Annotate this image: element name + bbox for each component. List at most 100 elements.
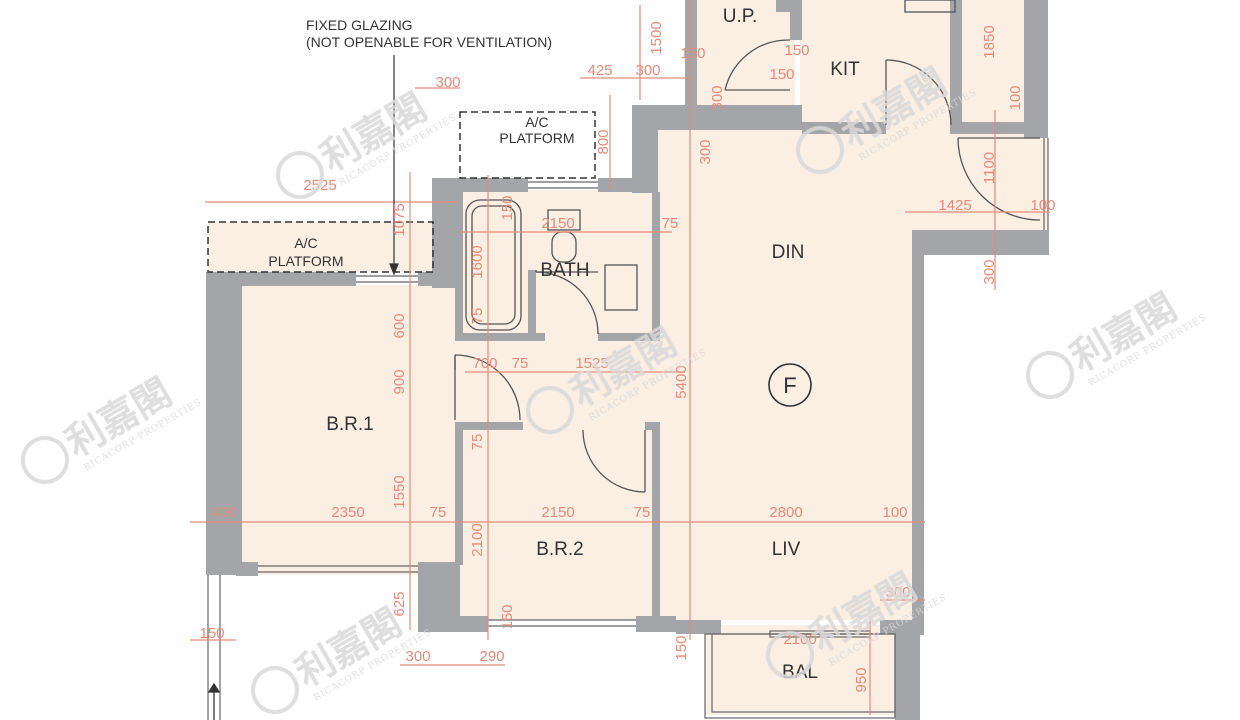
wall-br1-top	[206, 272, 356, 286]
dimension-lines	[190, 0, 1050, 715]
dim-300c: 300	[709, 85, 726, 110]
dim-290: 290	[479, 648, 504, 665]
note-ac-left-line2: PLATFORM	[268, 253, 343, 269]
floor-kit	[800, 0, 960, 125]
wall-bath-divider	[528, 270, 536, 340]
floor-bal	[705, 625, 895, 715]
note-glazing-line1: FIXED GLAZING	[306, 17, 413, 33]
dim-150e: 150	[499, 604, 516, 629]
dim-1500: 1500	[648, 21, 665, 54]
wall-din-right-vert	[912, 230, 924, 635]
window-lines	[207, 138, 1049, 720]
wall-kit-right	[1024, 0, 1048, 138]
floor-corridor	[460, 335, 660, 425]
dim-2150b: 2150	[541, 504, 574, 521]
plan-notes: FIXED GLAZING (NOT OPENABLE FOR VENTILAT…	[268, 17, 574, 269]
watermark-3: 利嘉閣 RICACORP PROPERTIES	[20, 369, 204, 484]
wall-bath-bottom-right	[598, 333, 660, 341]
dim-100b: 100	[1030, 197, 1055, 214]
wall-kit-bottom	[950, 122, 1028, 134]
dim-1425: 1425	[938, 197, 971, 214]
dim-75e: 75	[430, 504, 447, 521]
wall-liv-bottom-left	[676, 620, 721, 634]
dim-300g: 300	[405, 648, 430, 665]
dim-300d: 300	[697, 139, 714, 164]
note-ac-top-line2: PLATFORM	[499, 130, 574, 146]
wall-br1-left	[206, 272, 242, 575]
room-label-up: U.P.	[723, 6, 758, 27]
wall-br2-bottom-left	[432, 616, 488, 632]
walls	[206, 0, 1049, 720]
wall-br2-right	[652, 422, 660, 620]
wall-bath-top	[458, 178, 528, 192]
wall-up-right-top	[776, 0, 802, 12]
note-ac-left-line1: A/C	[294, 235, 317, 251]
room-label-liv: LIV	[772, 539, 801, 560]
dim-1600: 1600	[469, 245, 486, 278]
dim-900: 900	[391, 369, 408, 394]
dim-2350: 2350	[331, 504, 364, 521]
dim-75a: 75	[662, 215, 679, 232]
ac-platforms	[207, 111, 596, 273]
wall-br1-bottom-left	[236, 562, 258, 576]
dim-100c: 100	[882, 504, 907, 521]
dim-1100: 1100	[981, 152, 998, 184]
wall-up-left	[685, 0, 697, 105]
wall-bath-top-right	[598, 178, 658, 192]
wall-bath-left	[455, 192, 463, 337]
dim-75c: 75	[512, 355, 529, 372]
wall-bath-bottom	[455, 333, 545, 341]
dim-800: 800	[595, 129, 612, 154]
dim-150f: 150	[199, 625, 224, 642]
room-label-din: DIN	[772, 242, 805, 263]
note-glazing-line2: (NOT OPENABLE FOR VENTILATION)	[306, 34, 552, 50]
room-label-br1: B.R.1	[326, 414, 374, 435]
floor-br1	[240, 285, 460, 575]
dim-1550: 1550	[391, 475, 408, 508]
wall-br1-top-right	[418, 272, 460, 286]
dim-75b: 75	[469, 308, 486, 325]
wall-bal-right	[895, 620, 920, 720]
wall-br2-bottom-right	[636, 616, 676, 632]
dim-2100a: 2100	[469, 523, 486, 556]
wall-up-right	[790, 10, 802, 40]
floor-bath	[460, 190, 655, 335]
entry-arrow	[207, 682, 221, 720]
wall-kit-bottom-left	[802, 122, 886, 134]
wall-br1-right	[455, 425, 463, 565]
dim-150a: 150	[680, 45, 705, 62]
dim-600: 600	[391, 313, 408, 338]
glazing-leader	[389, 55, 399, 276]
dim-100a: 100	[1007, 85, 1024, 110]
dim-75d: 75	[469, 434, 486, 451]
wall-din-top	[632, 105, 802, 130]
room-label-kit: KIT	[830, 59, 860, 80]
note-ac-top-line1: A/C	[525, 114, 548, 130]
room-label-br2: B.R.2	[536, 539, 584, 560]
dim-5400: 5400	[673, 365, 690, 398]
wall-din-right	[912, 230, 1049, 255]
dim-300f: 300	[885, 584, 910, 601]
dim-150g: 150	[673, 635, 690, 660]
dim-2800: 2800	[769, 504, 802, 521]
dim-300a: 300	[635, 62, 660, 79]
dim-700: 700	[472, 355, 497, 372]
dimension-labels: 1500 1850 100 300 800 300 1100 300 1075 …	[199, 21, 1055, 692]
ac-platform-top	[459, 111, 596, 179]
floor-kit-counter	[960, 0, 1025, 125]
dim-1850: 1850	[981, 25, 998, 58]
room-label-bath: BATH	[540, 260, 589, 281]
dim-150b: 150	[784, 42, 809, 59]
watermarks: 利嘉閣 RICACORP PROPERTIES 利嘉閣 RICACORP PRO…	[20, 59, 1209, 714]
dim-75f: 75	[634, 504, 651, 521]
wall-br2-top-left	[455, 422, 523, 430]
dim-1075: 1075	[391, 203, 408, 236]
floor-up	[695, 0, 795, 105]
dim-625: 625	[391, 591, 408, 616]
dim-300b: 300	[435, 74, 460, 91]
dim-2150a: 2150	[541, 215, 574, 232]
watermark-5: 利嘉閣 RICACORP PROPERTIES	[1026, 284, 1209, 399]
dim-150c: 150	[769, 66, 794, 83]
dim-150d: 150	[499, 195, 516, 220]
